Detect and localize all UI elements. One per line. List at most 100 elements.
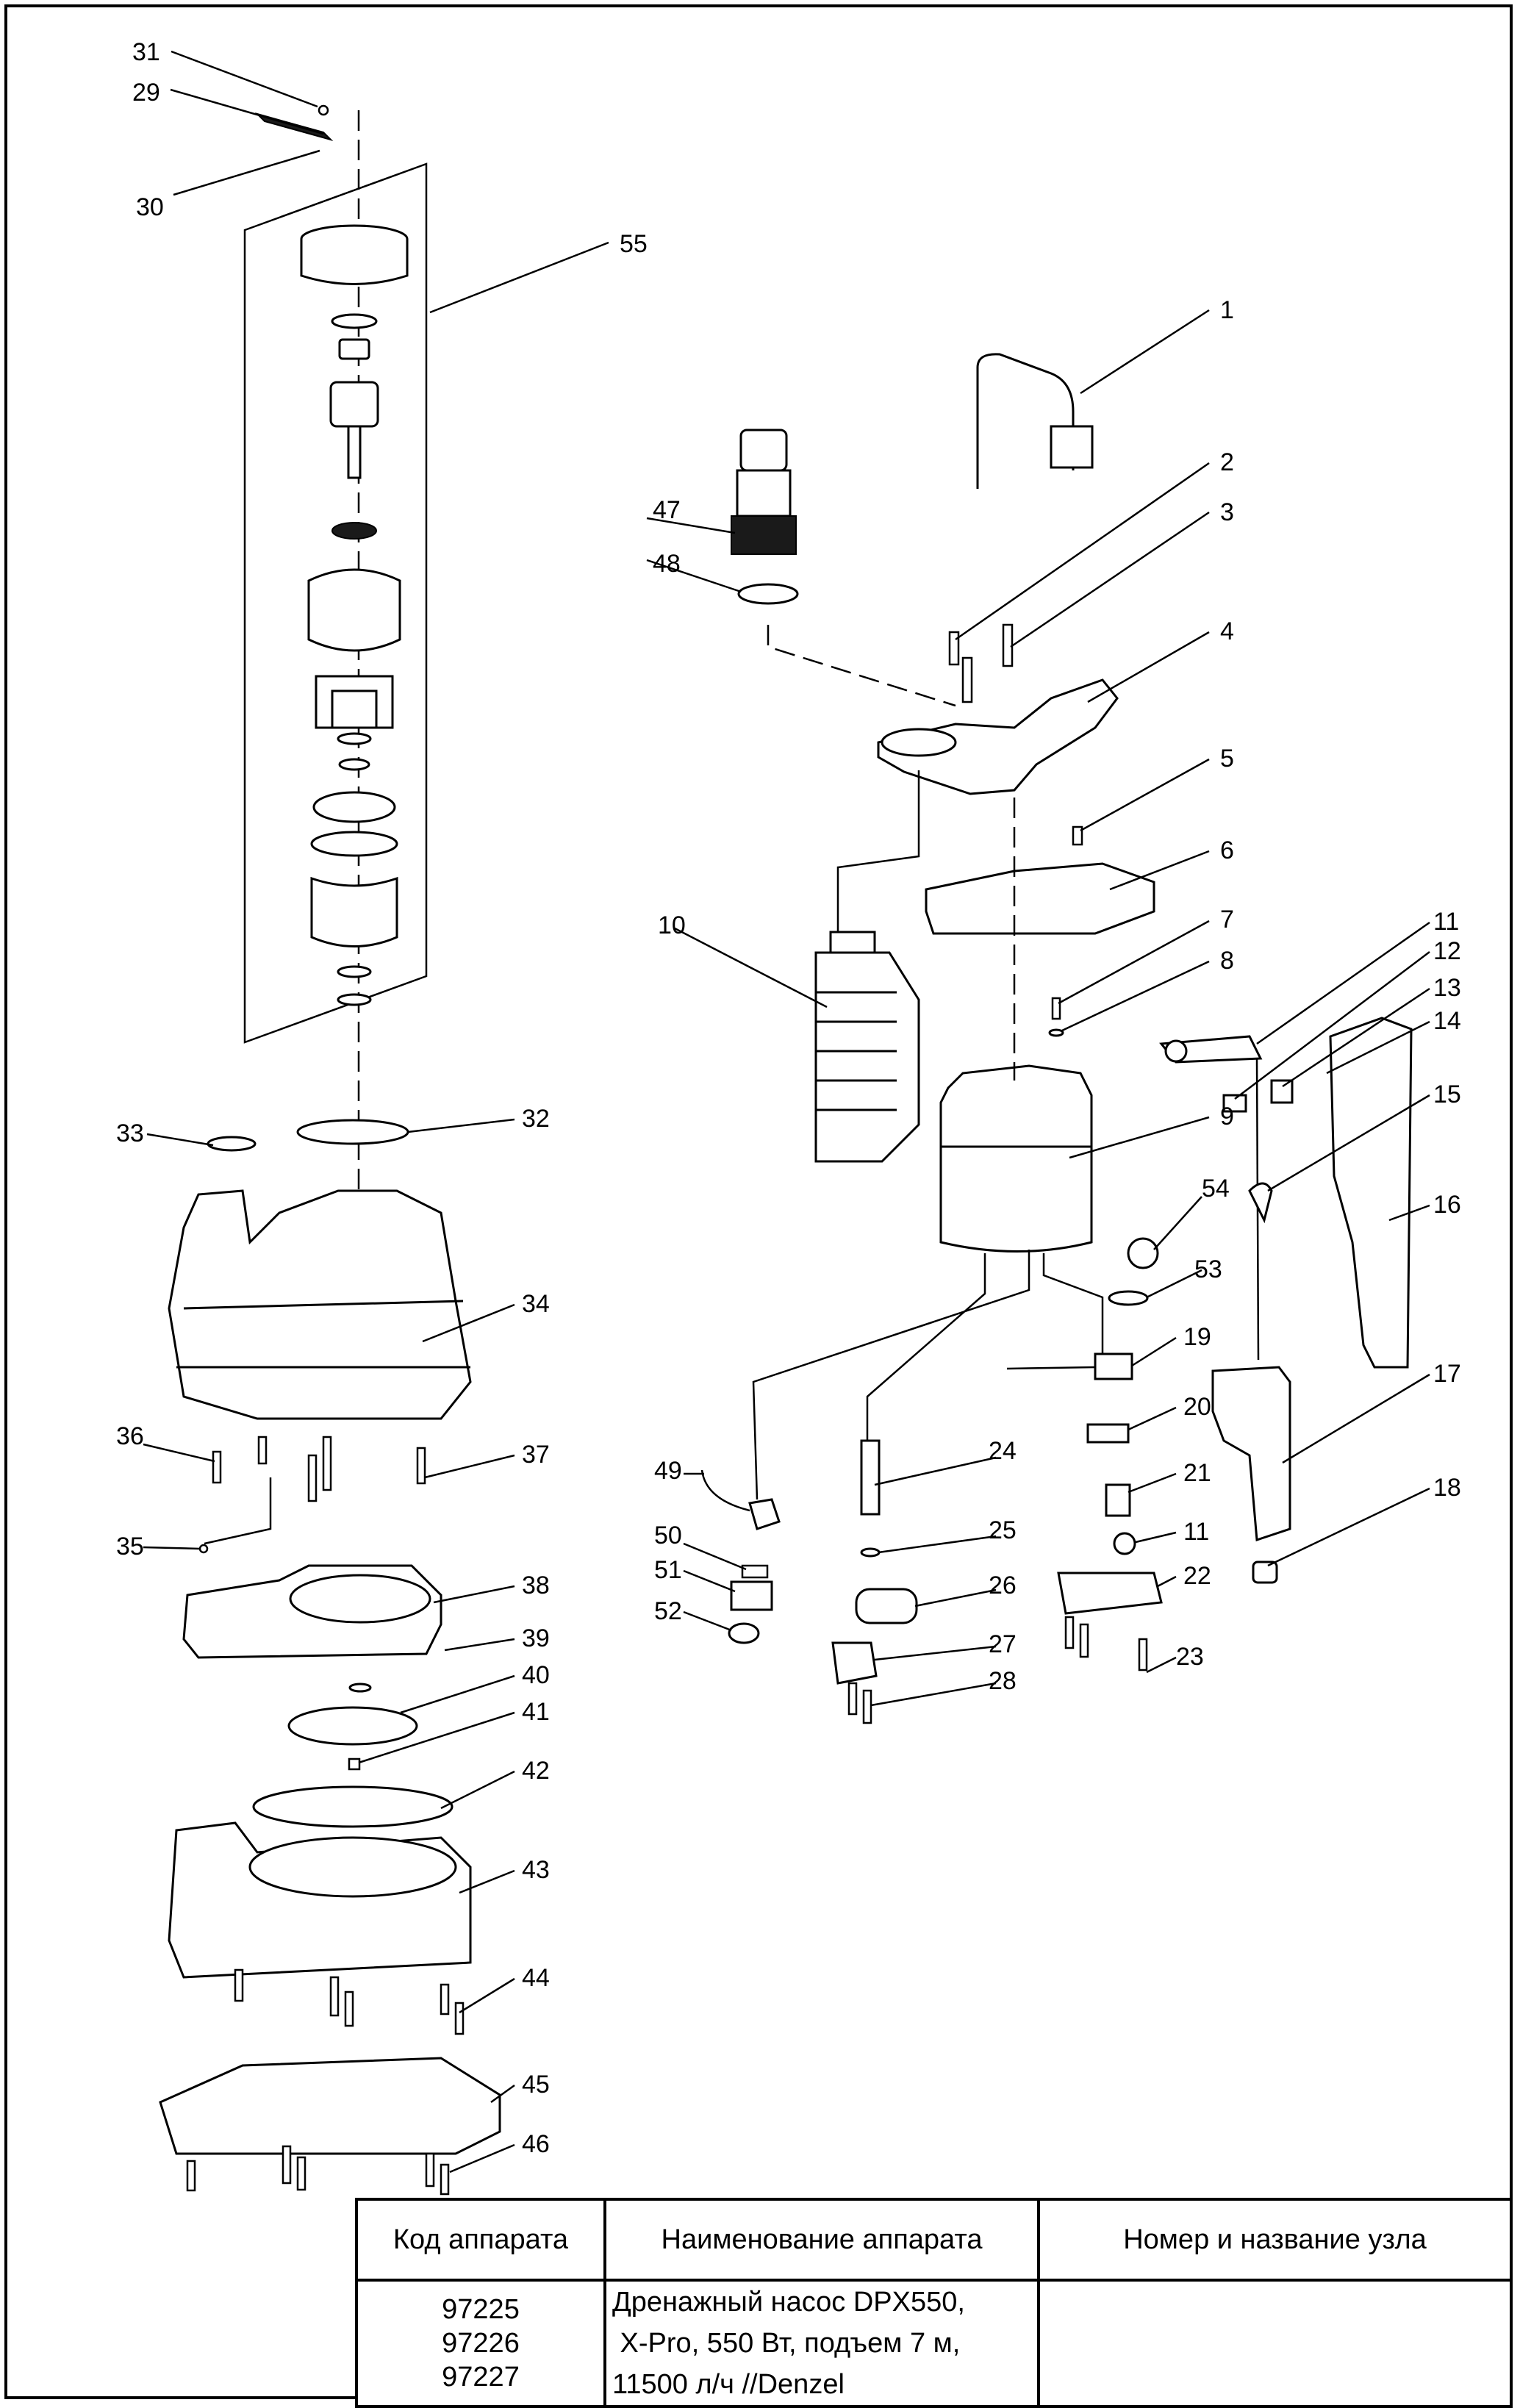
outlet-fitting-47 [731,429,799,605]
header-node: Номер и название узла [1037,2198,1513,2282]
label-15: 15 [1433,1081,1461,1108]
terminal-49 [748,1498,781,1530]
motor-assembly-group [207,104,428,1323]
label-53: 53 [1194,1255,1222,1283]
label-35: 35 [116,1533,144,1560]
housing-screws [198,1436,426,1554]
label-22: 22 [1183,1562,1211,1590]
label-16: 16 [1433,1191,1461,1219]
label-24: 24 [989,1437,1017,1465]
outlet-pipe-10 [814,931,920,1163]
label-43: 43 [522,1856,550,1884]
label-50: 50 [654,1522,682,1549]
header-code: Код аппарата [355,2198,606,2282]
switch-base-22 [1057,1572,1163,1615]
label-54: 54 [1202,1175,1230,1203]
label-18: 18 [1433,1474,1461,1502]
label-6: 6 [1220,836,1234,864]
impeller-40 [287,1706,418,1746]
label-17: 17 [1433,1360,1461,1388]
washer-8 [1048,1028,1064,1037]
label-23: 23 [1176,1643,1204,1671]
weight-18 [1252,1560,1278,1584]
apparatus-name-cell: Дренажный насос DPX550, X-Pro, 550 Вт, п… [603,2279,1040,2408]
label-38: 38 [522,1572,550,1599]
terminal-block-51 [730,1580,773,1611]
pump-housing-34 [168,1189,472,1420]
volute-38 [182,1564,442,1659]
name-line-2: X-Pro, 550 Вт, подъем 7 м, [612,2328,961,2359]
top-cover-4 [877,678,1119,795]
label-49: 49 [654,1457,682,1485]
label-5: 5 [1220,745,1234,773]
label-3: 3 [1220,498,1234,526]
label-46: 46 [522,2130,550,2158]
cap-52 [728,1622,760,1644]
capacitor-26 [855,1588,918,1624]
label-7: 7 [1220,906,1234,934]
screw-7 [1051,997,1061,1020]
clip-54 [1127,1237,1159,1269]
label-9: 9 [1220,1103,1234,1130]
label-11: 11 [1433,908,1459,936]
washer-25 [860,1547,881,1558]
label-28: 28 [989,1667,1017,1695]
title-block-table: Код аппарата Наименование аппарата Номер… [355,2198,1513,2408]
code-3: 97227 [442,2362,520,2393]
label-13: 13 [1433,974,1461,1002]
nut-41 [348,1757,361,1771]
label-36: 36 [116,1422,144,1450]
name-line-3: 11500 л/ч //Denzel [612,2369,845,2400]
label-48: 48 [653,550,681,578]
label-55: 55 [620,230,648,258]
label-4: 4 [1220,617,1234,645]
bracket-20 [1086,1423,1130,1444]
screw-2 [948,631,960,666]
label-44: 44 [522,1964,550,1992]
screw-28 [862,1689,872,1724]
code-2: 97226 [442,2328,520,2359]
label-41: 41 [522,1698,550,1726]
label-8: 8 [1220,947,1234,975]
label-30: 30 [136,193,164,221]
bottom-screws-46 [186,2145,450,2196]
connectors-50 [741,1564,769,1579]
label-11b: 11 [1183,1518,1209,1546]
label-29: 29 [132,79,160,107]
label-33: 33 [116,1119,144,1147]
name-line-1: Дренажный насос DPX550, [612,2287,965,2318]
cover-6 [925,862,1155,935]
leader-lines [143,50,1430,2174]
washer-39 [348,1683,372,1693]
base-screws-44 [234,1968,465,2035]
label-12: 12 [1433,937,1461,965]
label-47: 47 [653,496,681,524]
label-34: 34 [522,1290,550,1318]
label-25: 25 [989,1516,1017,1544]
ball-11 [1113,1532,1136,1555]
holder-21 [1105,1483,1131,1517]
float-17 [1211,1366,1291,1542]
label-20: 20 [1183,1393,1211,1421]
label-40: 40 [522,1661,550,1689]
plug-1 [1050,425,1094,469]
label-26: 26 [989,1572,1017,1599]
gasket-42 [252,1785,454,1828]
label-21: 21 [1183,1459,1211,1487]
label-14: 14 [1433,1007,1461,1035]
header-name: Наименование аппарата [603,2198,1040,2282]
label-39: 39 [522,1624,550,1652]
label-37: 37 [522,1441,550,1469]
float-switch-assembly [1159,1035,1294,1361]
screw-3 [1002,623,1014,667]
label-45: 45 [522,2071,550,2099]
part-number-labels: 31 29 30 55 1 2 3 47 48 4 5 6 7 10 8 11 … [116,38,1461,2158]
label-51: 51 [654,1556,682,1584]
handle-16 [1329,1017,1413,1369]
label-1: 1 [1220,296,1234,324]
screw-5 [1072,825,1083,846]
label-52: 52 [654,1597,682,1625]
label-19: 19 [1183,1323,1211,1351]
code-1: 97225 [442,2294,520,2325]
